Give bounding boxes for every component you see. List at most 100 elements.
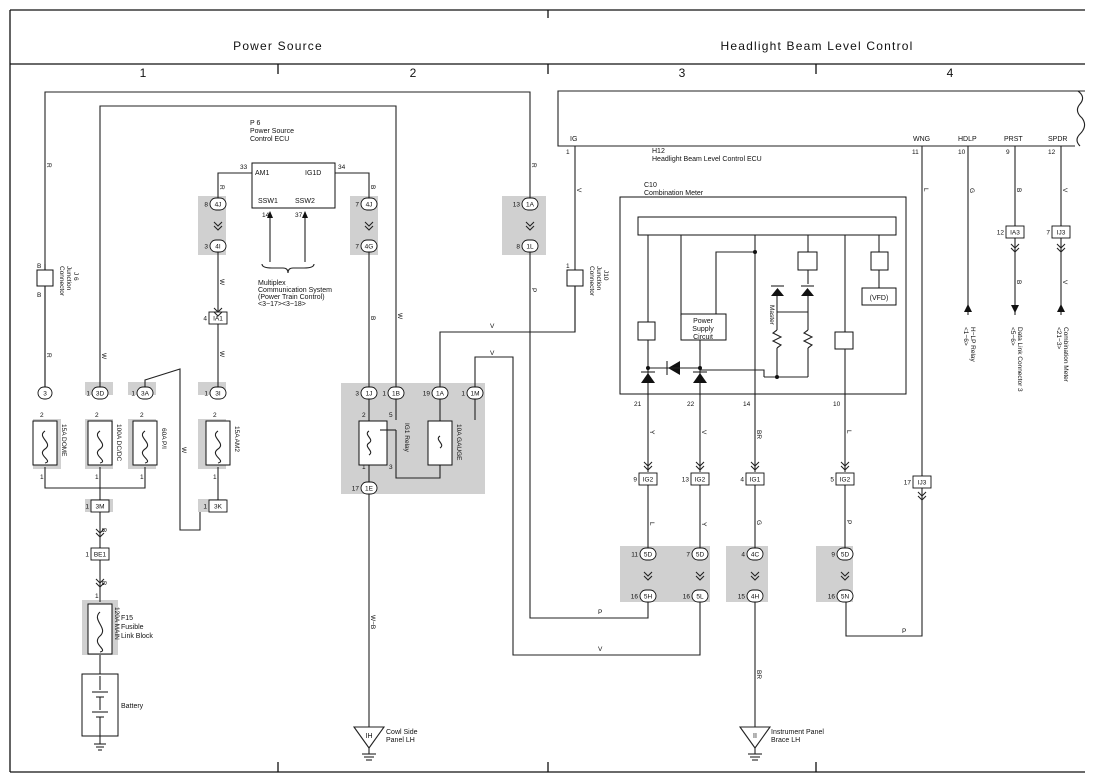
j10-label: Connector — [588, 266, 595, 297]
wire-color-label: R — [45, 353, 52, 358]
dlc-label: <5−6> — [1009, 327, 1016, 346]
connector-label: 4C — [751, 552, 760, 559]
wire-color-label: W — [396, 313, 403, 320]
column-label: 4 — [947, 66, 954, 80]
pin-number: 1 — [362, 464, 366, 471]
wire-color-label: V — [1061, 188, 1068, 193]
f15-name: Fusible — [121, 624, 144, 631]
connector: 4G7 — [355, 239, 378, 253]
wire-color-label: B — [369, 316, 376, 320]
wire-color-label: P — [530, 288, 537, 292]
c10-pin: 22 — [687, 401, 695, 408]
h12-hdlp-label: HDLP — [958, 136, 977, 143]
connector-label: 3A — [141, 391, 150, 398]
multiplex-label: (Power Train Control) — [258, 294, 325, 301]
ipanel-label: Instrument Panel — [771, 729, 824, 736]
f15-id: F15 — [121, 615, 133, 622]
c10-name: Combination Meter — [644, 190, 704, 197]
connector-chevron — [364, 221, 374, 231]
wire-color-label: B — [1015, 188, 1022, 192]
p6-pin: 14 — [262, 212, 270, 219]
c10-id: C10 — [644, 182, 657, 189]
fuse-label-main: 120A MAIN — [113, 607, 120, 640]
wire-color-label: R — [45, 163, 52, 168]
connector: 1L8 — [516, 239, 539, 253]
wire-color-label: V — [1061, 280, 1068, 285]
h12-pin: 1 — [566, 149, 570, 156]
connector-pin: 17 — [352, 486, 360, 493]
connector-chevron — [695, 461, 705, 471]
wire-color-label: W — [218, 351, 225, 358]
connector-label: 1J — [366, 391, 373, 398]
connector-pin: 4 — [741, 552, 745, 559]
connector: 3M 1 — [85, 499, 110, 513]
h12-prst-label: PRST — [1004, 136, 1023, 143]
connector-label: 1M — [470, 391, 479, 398]
wire-color-label: Y — [648, 430, 655, 435]
connector: 5D7 — [686, 547, 709, 561]
c10-pin: 10 — [833, 401, 841, 408]
pin-number: 1 — [140, 474, 144, 481]
connector-pin: 3 — [204, 244, 208, 251]
wire-color-label: L — [922, 188, 929, 192]
multiplex-label: Communication System — [258, 287, 332, 294]
wire-color-label: G — [755, 520, 762, 525]
p6-pin: 34 — [338, 164, 346, 171]
connector-pin: 7 — [355, 202, 359, 209]
pin-number: 2 — [362, 412, 366, 419]
connector-label: 1A — [526, 202, 535, 209]
cowl-label: Cowl Side — [386, 729, 418, 736]
battery-symbol — [81, 673, 119, 751]
fuse-symbols — [32, 420, 453, 655]
connector-chevron — [1010, 243, 1020, 253]
frame — [9, 9, 1085, 773]
p6-id: P 6 — [250, 120, 260, 127]
p6-name: Power Source — [250, 128, 294, 135]
connector: 3D1 — [86, 386, 109, 400]
connector-pin: 19 — [423, 391, 431, 398]
p6-ssw2: SSW2 — [295, 198, 315, 205]
connector: 4I 3 — [204, 239, 227, 253]
column-label: 3 — [679, 66, 686, 80]
fuse-label-pi: 60A P/I — [160, 428, 167, 449]
connector-pin: 1 — [85, 504, 89, 511]
connector-label: 4I — [215, 244, 221, 251]
fuse-label-dcdc: 100A DC/DC — [115, 424, 122, 462]
fuse-label-ig1relay: IG1 Relay — [403, 423, 410, 453]
connector: 3A1 — [131, 386, 154, 400]
connector-label: 1E — [365, 486, 374, 493]
wire-color-label: W−B — [369, 615, 376, 629]
connector-label: 3M — [95, 504, 104, 511]
h12-name: Headlight Beam Level Control ECU — [652, 156, 762, 163]
connector-chevron — [525, 221, 535, 231]
connector-chevron — [643, 571, 653, 581]
connector-pin: 9 — [831, 552, 835, 559]
h12-wng-label: WNG — [913, 136, 930, 143]
connector-label: IG1 — [750, 477, 761, 484]
wire-color-label: P — [598, 609, 602, 616]
wire-color-label: Y — [700, 522, 707, 527]
pin-number: 5 — [389, 412, 393, 419]
pin-number: 1 — [95, 593, 99, 600]
connector-pin: 3 — [355, 391, 359, 398]
connector-label: 5H — [644, 594, 653, 601]
wire-color-label: W — [180, 447, 187, 454]
j10-pin-label: 1 — [566, 263, 570, 270]
cmeter-label: Combination Meter — [1062, 327, 1069, 383]
pin-number: 1 — [40, 474, 44, 481]
connector-label: 5D — [841, 552, 850, 559]
h12-id: H12 — [652, 148, 665, 155]
c10-meter — [619, 196, 907, 395]
c10-master: Master — [768, 305, 775, 326]
j10-label: J10 — [602, 270, 609, 281]
f15-name: Link Block — [121, 633, 153, 640]
hlp-relay-label: <1−6> — [962, 327, 969, 346]
pin-number: 1 — [95, 474, 99, 481]
p6-ig1d: IG1D — [305, 170, 321, 177]
